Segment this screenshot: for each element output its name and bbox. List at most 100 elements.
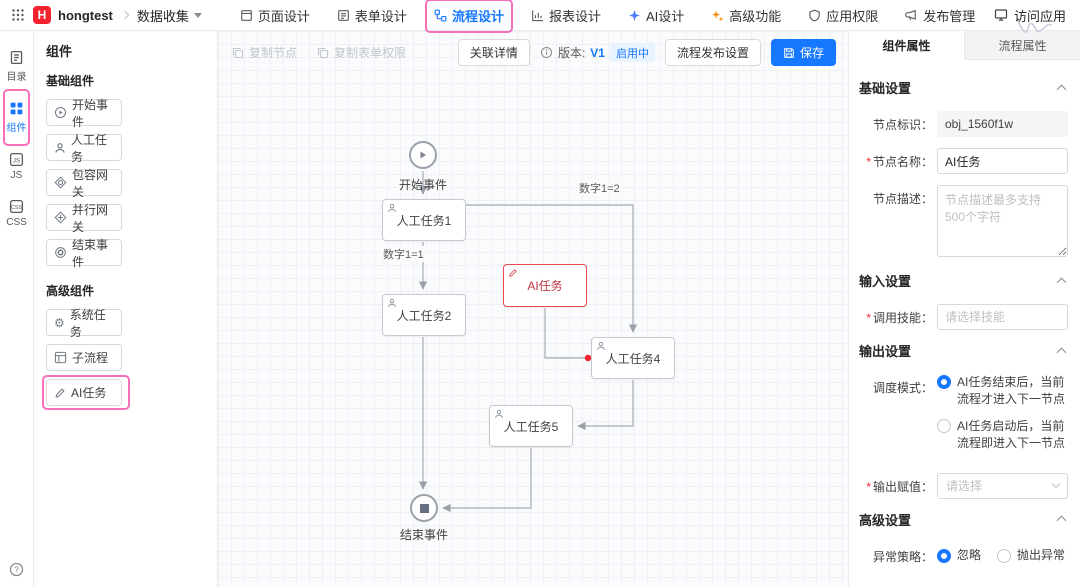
copy-form-permission-label: 复制表单权限 <box>334 46 407 60</box>
section-advanced-settings[interactable]: 高级设置 <box>859 510 1068 529</box>
component-inclusive-gateway[interactable]: 包容网关 <box>46 168 122 199</box>
node-start-event[interactable] <box>409 141 437 169</box>
parallel-gateway-icon <box>54 211 67 224</box>
radio-schedule-after-start[interactable]: AI任务启动后，当前流程即进入下一节点 <box>937 418 1068 453</box>
copy-node-button[interactable]: 复制节点 <box>232 44 297 61</box>
component-label: 开始事件 <box>72 97 109 129</box>
tab-publish-management[interactable]: 发布管理 <box>905 6 975 25</box>
field-output-assign: *输出赋值： 请选择 <box>859 472 1068 499</box>
pencil-icon <box>54 387 66 399</box>
save-button[interactable]: 保存 <box>770 39 836 66</box>
node-user-task-4[interactable]: 人工任务4 <box>591 337 675 379</box>
component-end-event[interactable]: 结束事件 <box>46 238 122 269</box>
app-logo[interactable]: H <box>33 6 51 24</box>
node-user-task-5[interactable]: 人工任务5 <box>489 405 573 447</box>
visit-app-button[interactable]: 访问应用 <box>994 6 1066 25</box>
field-schedule-mode: 调度模式： AI任务结束后，当前流程才进入下一节点 AI任务启动后，当前流程即进… <box>859 374 1068 462</box>
section-output-settings[interactable]: 输出设置 <box>859 341 1068 360</box>
save-icon <box>783 47 795 59</box>
sidebar-item-components[interactable]: 组件 <box>0 89 33 146</box>
radio-ignore[interactable]: 忽略 <box>937 547 981 565</box>
node-start-event-label: 开始事件 <box>398 178 447 192</box>
field-node-description: 节点描述： <box>859 185 1068 260</box>
report-chart-icon <box>531 9 544 22</box>
component-user-task[interactable]: 人工任务 <box>46 133 122 164</box>
shield-icon <box>808 9 821 22</box>
component-label: 结束事件 <box>72 237 109 269</box>
node-ai-task[interactable]: AI任务 <box>503 264 587 307</box>
tab-app-permissions[interactable]: 应用权限 <box>808 6 878 25</box>
node-label: 人工任务1 <box>396 213 452 228</box>
chevron-up-icon <box>1056 347 1067 357</box>
select-placeholder: 请选择 <box>946 479 983 494</box>
header: H hongtest 数据收集 页面设计 表单设计 流程设计 报表设计 <box>0 0 1080 33</box>
radio-selected-icon <box>937 375 951 389</box>
tab-label: 表单设计 <box>354 8 407 24</box>
component-sub-process[interactable]: 子流程 <box>46 344 122 371</box>
skill-input[interactable] <box>937 304 1068 330</box>
rail-label: CSS <box>6 217 27 228</box>
radio-selected-icon <box>937 549 951 564</box>
section-title: 输入设置 <box>859 274 912 289</box>
subprocess-icon <box>54 351 67 364</box>
tab-flow-design[interactable]: 流程设计 <box>424 0 513 33</box>
properties-panel: 组件属性 流程属性 基础设置 节点标识： obj_1560f1w *节点名称： … <box>848 31 1080 587</box>
component-ai-task[interactable]: AI任务 <box>42 375 130 410</box>
apps-menu-icon[interactable] <box>11 8 25 22</box>
section-input-settings[interactable]: 输入设置 <box>859 271 1068 290</box>
person-icon <box>387 298 397 308</box>
node-name-label: *节点名称： <box>866 155 933 169</box>
advanced-components-group-title: 高级组件 <box>46 284 95 298</box>
tab-ai-design[interactable]: AI设计 <box>628 6 684 25</box>
tab-form-design[interactable]: 表单设计 <box>337 6 407 25</box>
radio-label: 忽略 <box>957 547 982 562</box>
flow-edges <box>418 171 638 513</box>
tab-advanced-features[interactable]: 高级功能 <box>711 6 781 25</box>
canvas-toolbar: 复制节点 复制表单权限 关联详情 版本: V1 启用中 流程发布设置 <box>232 39 836 66</box>
edge-label-branch2[interactable]: 数字1=2 <box>576 180 623 196</box>
radio-label: 抛出异常 <box>1017 547 1066 562</box>
radio-schedule-after-finish[interactable]: AI任务结束后，当前流程才进入下一节点 <box>937 374 1068 409</box>
breadcrumb-current[interactable]: 数据收集 <box>137 6 202 25</box>
node-label: 人工任务2 <box>396 308 452 323</box>
info-icon[interactable] <box>540 46 553 59</box>
help-icon[interactable]: ? <box>0 562 33 577</box>
output-assign-select[interactable]: 请选择 <box>937 472 1068 499</box>
tab-component-properties[interactable]: 组件属性 <box>849 31 964 60</box>
section-basic-settings[interactable]: 基础设置 <box>859 78 1068 97</box>
tab-flow-properties[interactable]: 流程属性 <box>964 31 1080 60</box>
sidebar-item-css[interactable]: CSS CSS <box>0 190 33 237</box>
chevron-down-icon <box>1051 479 1061 489</box>
field-exception-strategy: 异常策略： 忽略 抛出异常 <box>859 543 1068 565</box>
node-end-event[interactable] <box>410 494 438 522</box>
node-name-input[interactable] <box>937 148 1068 174</box>
radio-throw-exception[interactable]: 抛出异常 <box>997 547 1065 565</box>
copy-node-label: 复制节点 <box>249 46 298 60</box>
node-user-task-2[interactable]: 人工任务2 <box>382 294 466 336</box>
schedule-mode-label: 调度模式： <box>872 381 933 395</box>
field-skill: *调用技能： <box>859 304 1068 330</box>
version-value: V1 <box>590 45 605 60</box>
app-name[interactable]: hongtest <box>58 7 113 23</box>
node-user-task-1[interactable]: 人工任务1 <box>382 199 466 241</box>
ai-sparkle-icon <box>628 9 641 22</box>
flow-canvas[interactable]: 复制节点 复制表单权限 关联详情 版本: V1 启用中 流程发布设置 <box>218 31 848 587</box>
component-system-task[interactable]: ⚙ 系统任务 <box>46 308 122 339</box>
required-mark: * <box>866 311 871 325</box>
node-label: AI任务 <box>527 279 563 293</box>
relation-detail-button[interactable]: 关联详情 <box>457 39 530 66</box>
copy-form-permission-button[interactable]: 复制表单权限 <box>317 44 406 61</box>
version-label: 版本: <box>557 46 586 60</box>
component-start-event[interactable]: 开始事件 <box>46 98 122 129</box>
flow-publish-settings-button[interactable]: 流程发布设置 <box>664 39 761 66</box>
component-label: AI任务 <box>71 386 107 400</box>
tab-report-design[interactable]: 报表设计 <box>531 6 601 25</box>
component-parallel-gateway[interactable]: 并行网关 <box>46 203 122 234</box>
play-icon <box>420 151 426 159</box>
sidebar-item-directory[interactable]: 目录 <box>0 41 33 92</box>
edge-label-branch1[interactable]: 数字1=1 <box>380 246 427 262</box>
sidebar-item-js[interactable]: JS JS <box>0 143 33 190</box>
breadcrumb-separator-icon <box>120 10 130 20</box>
node-description-textarea[interactable] <box>937 185 1068 257</box>
tab-page-design[interactable]: 页面设计 <box>240 6 310 25</box>
